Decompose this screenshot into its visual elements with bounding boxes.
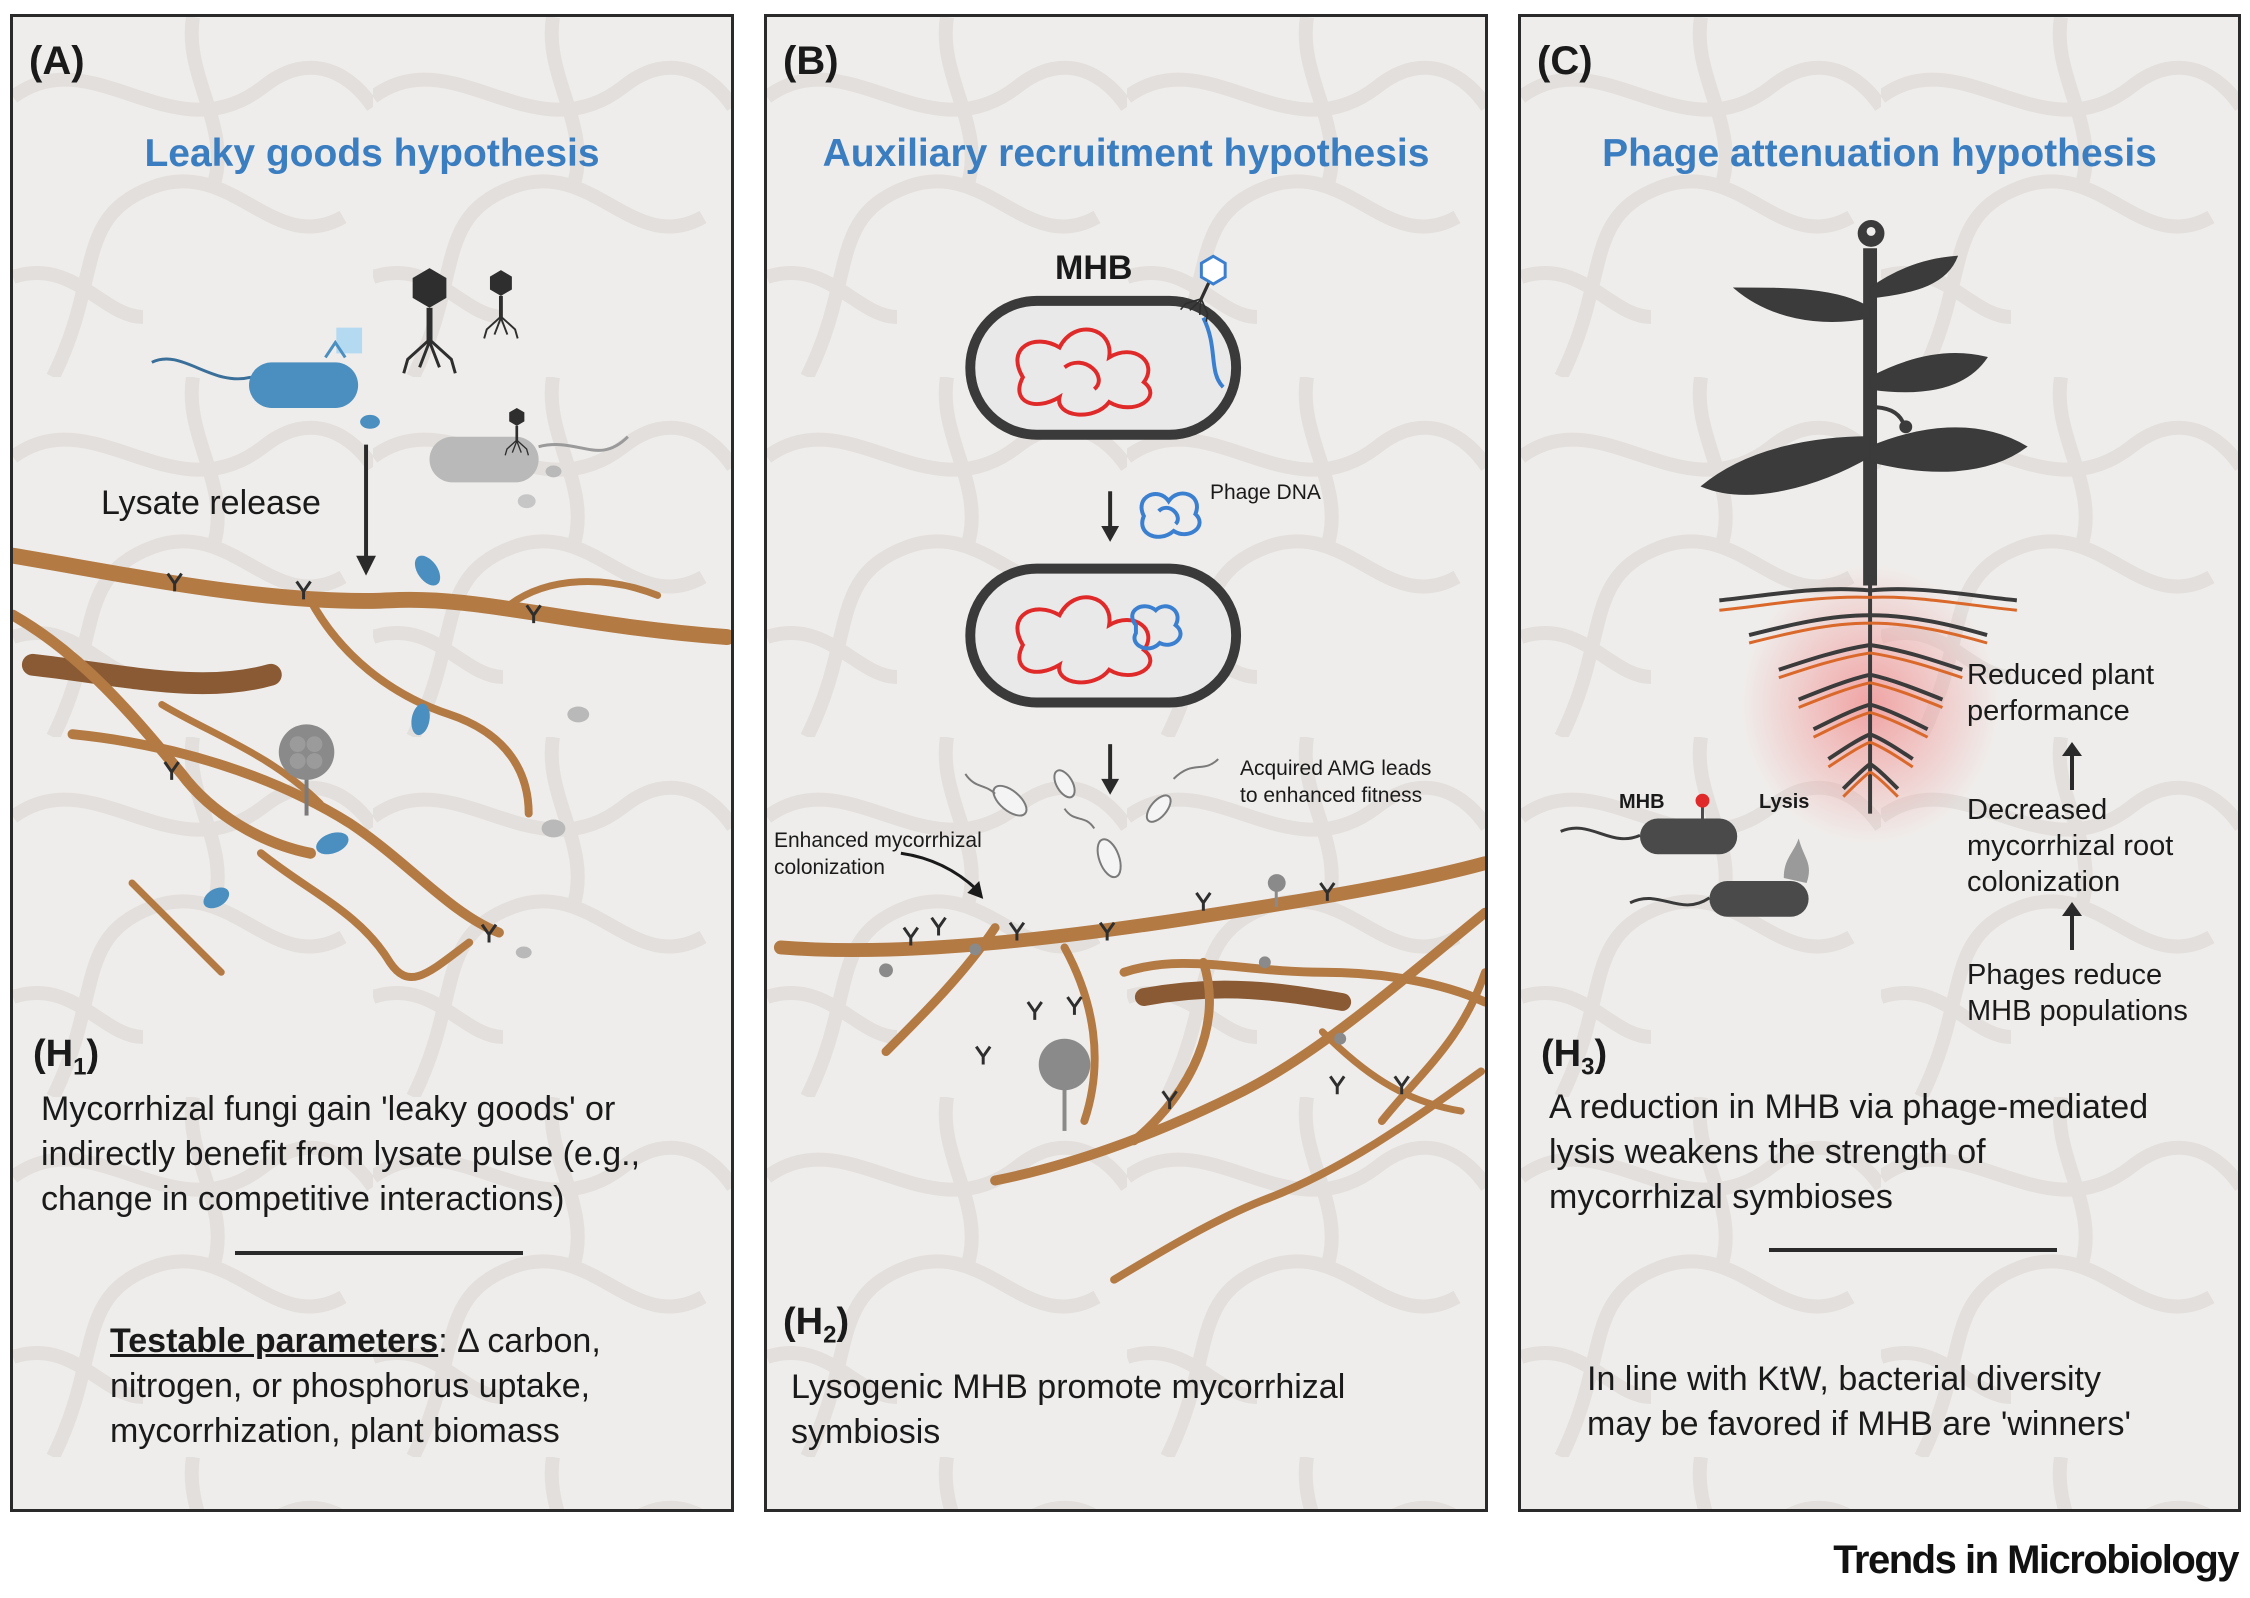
lysate-droplets	[203, 555, 590, 959]
hypothesis-label: (H2)	[783, 1301, 850, 1349]
chain-arrow-lower	[2070, 912, 2074, 950]
panel-letter: (A)	[29, 39, 85, 83]
fungal-hyphae	[13, 547, 731, 981]
bacterium-lysed-gray	[429, 435, 629, 509]
ktw-note: In line with KtW, bacterial diversity ma…	[1587, 1360, 2131, 1443]
panel-letter: (C)	[1537, 39, 1593, 83]
lysate-release-label: Lysate release	[101, 484, 321, 522]
lysate-arrow	[356, 444, 376, 576]
lysis-label: Lysis	[1759, 791, 1810, 813]
background-texture	[767, 17, 1485, 1509]
journal-footer: Trends in Microbiology	[1833, 1538, 2239, 1582]
mhb-cell-infected	[965, 254, 1242, 440]
phage-attenuation-illustration	[1560, 220, 2028, 917]
mhb-label: MHB	[1055, 249, 1133, 287]
spores	[879, 874, 1347, 1131]
hypothesis-text: Mycorrhizal fungi gain 'leaky goods' or …	[41, 1090, 641, 1218]
phage-dna	[1139, 491, 1202, 539]
panel-title: Phage attenuation hypothesis	[1602, 132, 2157, 175]
panel-a: (A) Leaky goods hypothesis	[10, 14, 734, 1512]
mycorrhizal-roots	[1719, 595, 2017, 798]
fungal-spore	[278, 724, 335, 816]
chain-arrow-upper	[2070, 752, 2074, 790]
mhb-cell-lysogen	[965, 563, 1242, 708]
auxiliary-recruitment-illustration	[773, 254, 1485, 1284]
panel-b: (B) Auxiliary recruitment hypothesis	[764, 14, 1488, 1512]
panel-title: Auxiliary recruitment hypothesis	[822, 132, 1430, 175]
small-bacteria	[964, 758, 1219, 879]
background-texture	[13, 17, 731, 1509]
hypothesis-text: A reduction in MHB via phage-mediated ly…	[1549, 1088, 2149, 1216]
testable-parameters: Testable parameters: Δ carbon, nitrogen,…	[110, 1322, 601, 1450]
phage-particles	[402, 266, 530, 456]
chain-arrowhead-upper	[2062, 742, 2082, 756]
fungal-hyphae	[773, 856, 1485, 1284]
hypothesis-label: (H3)	[1541, 1033, 1608, 1081]
phage-dna-label: Phage DNA	[1210, 481, 1321, 504]
hypothesis-text: Lysogenic MHB promote mycorrhizal symbio…	[791, 1368, 1346, 1451]
divider	[235, 1251, 523, 1255]
plant-roots	[1719, 575, 2018, 814]
leaky-goods-illustration	[13, 266, 731, 981]
chain-arrowhead-lower	[2062, 902, 2082, 916]
hypothesis-label: (H1)	[33, 1033, 100, 1081]
panel-c: (C) Phage attenuation hypothesis	[1518, 14, 2241, 1512]
panel-title: Leaky goods hypothesis	[144, 132, 600, 175]
lysing-bacterium	[1629, 838, 1809, 917]
mhb-label: MHB	[1619, 791, 1665, 813]
bacterium-blue	[151, 327, 380, 429]
divider	[1769, 1248, 2057, 1252]
plant	[1700, 220, 2028, 586]
panel-letter: (B)	[783, 39, 839, 83]
mhb-bacterium	[1560, 793, 1738, 855]
